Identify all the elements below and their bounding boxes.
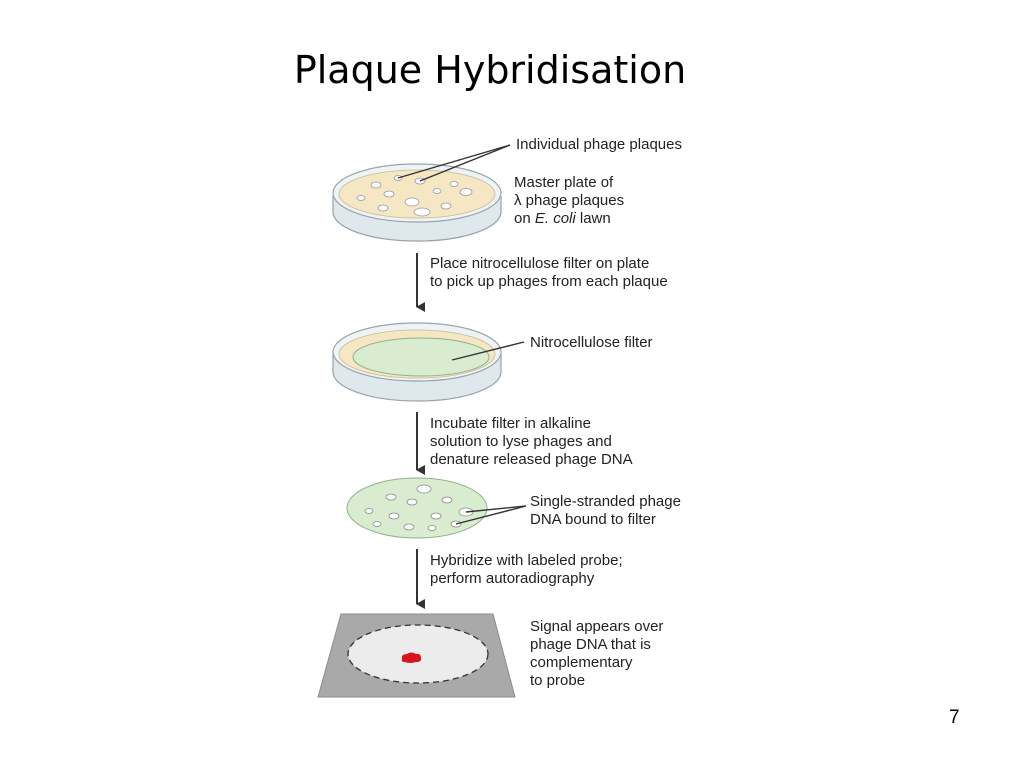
step-3-text: Hybridize with labeled probe; perform au… xyxy=(430,552,623,587)
master-plate-label: Master plate of λ phage plaques on E. co… xyxy=(514,174,625,227)
filter-label: Nitrocellulose filter xyxy=(530,334,653,351)
plaques-label: Individual phage plaques xyxy=(516,136,682,153)
plate-with-filter xyxy=(332,322,525,402)
hybridization-signal xyxy=(401,652,422,663)
autoradiograph xyxy=(317,613,516,698)
step-2-text: Incubate filter in alkaline solution to … xyxy=(430,415,633,468)
phage-plaques xyxy=(356,175,473,217)
ss-dna-label: Single-stranded phage DNA bound to filte… xyxy=(530,493,681,528)
signal-label: Signal appears over phage DNA that is co… xyxy=(530,618,664,689)
step-1-text: Place nitrocellulose filter on plate to … xyxy=(430,255,668,290)
filter-disc xyxy=(346,477,527,539)
page-number: 7 xyxy=(949,707,960,728)
page-title: Plaque Hybridisation xyxy=(293,48,687,92)
master-plate xyxy=(332,144,511,242)
